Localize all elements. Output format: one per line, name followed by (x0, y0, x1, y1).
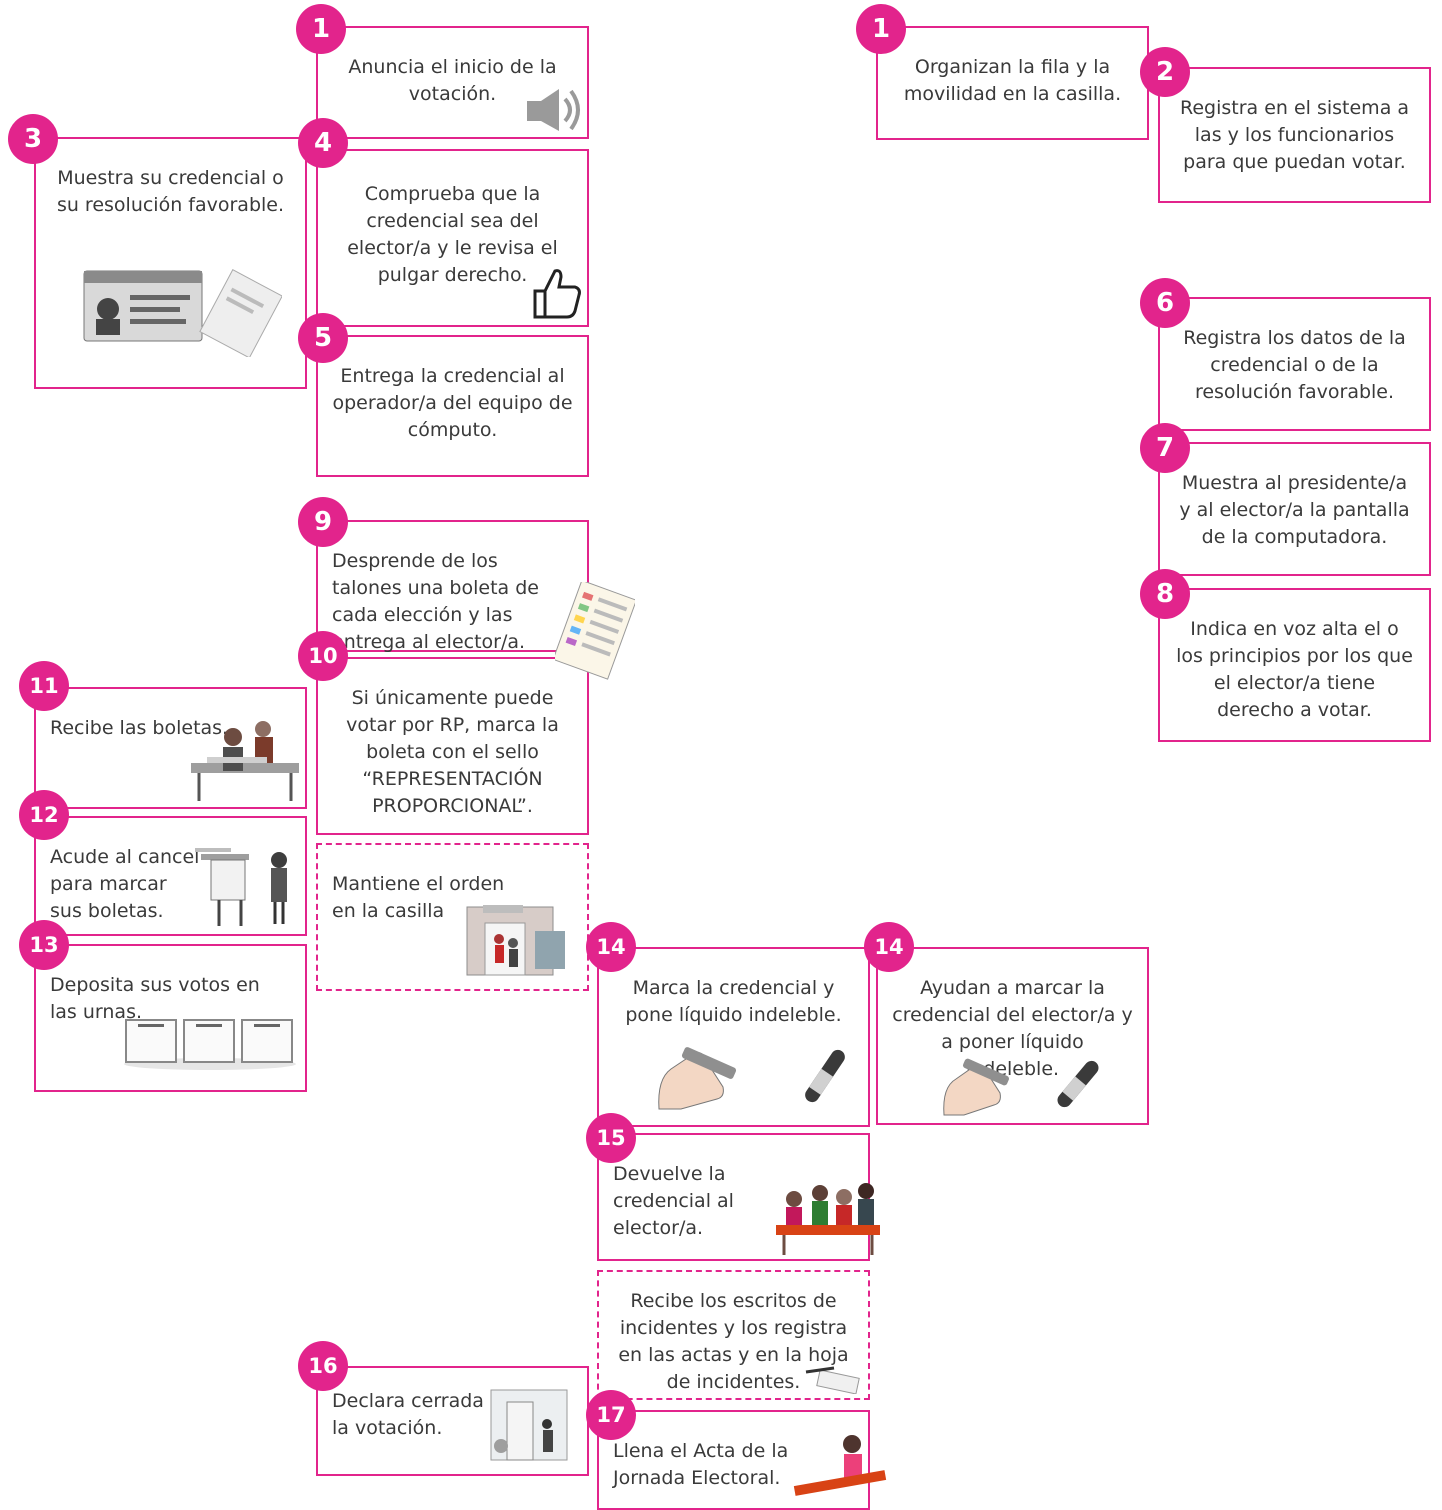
right-step-6-data-box: Registra los datos de la credencial o de… (1158, 297, 1431, 431)
right-step-7-badge: 7 (1140, 423, 1190, 473)
step-10-rp-stamp-box: Si únicamente puede votar por RP, marca … (316, 657, 589, 835)
right-step-1-badge: 1 (856, 4, 906, 54)
step-3-show-credential-text: Muestra su credencial o su resolución fa… (56, 167, 285, 216)
step-9-badge: 9 (298, 497, 348, 547)
right-step-7-screen-box: Muestra al presidente/a y al elector/a l… (1158, 442, 1431, 576)
step-13-deposit-text: Deposita sus votos en las urnas. (50, 974, 260, 1023)
step-5-deliver-credential-text: Entrega la credencial al operador/a del … (332, 365, 573, 441)
step-3-show-credential-box: Muestra su credencial o su resolución fa… (34, 137, 307, 389)
ballot-sheet-icon (555, 582, 635, 680)
step-10-rp-stamp-text: Si únicamente puede votar por RP, marca … (346, 687, 559, 817)
right-step-14-help-ink-box: Ayudan a marcar la credencial del electo… (876, 947, 1149, 1125)
right-step-8-principles-box: Indica en voz alta el o los principios p… (1158, 588, 1431, 742)
step-15-return-credential-box: Devuelve la credencial al elector/a. (597, 1133, 880, 1261)
right-step-1-organize-text: Organizan la fila y la movilidad en la c… (903, 56, 1122, 105)
step-14-badge: 14 (586, 922, 636, 972)
right-step-8-badge: 8 (1140, 569, 1190, 619)
hand-and-ink-marker-icon (658, 1047, 845, 1110)
step-12-booth-box: Acude al cancel para marcar sus boletas. (34, 816, 307, 936)
voting-booth-icon (195, 848, 287, 926)
step-5-badge: 5 (298, 313, 348, 363)
thumbs-up-icon (533, 269, 581, 319)
step-3-badge: 3 (8, 114, 58, 164)
step-14-ink-text: Marca la credencial y pone líquido indel… (625, 977, 842, 1026)
hand-and-ink-marker-icon-2 (943, 1058, 1099, 1116)
step-15-badge: 15 (586, 1113, 636, 1163)
right-step-6-data-text: Registra los datos de la credencial o de… (1183, 327, 1406, 403)
step-11-badge: 11 (19, 661, 69, 711)
closed-polling-place-icon (490, 1389, 568, 1461)
credential-card-icon (83, 269, 282, 357)
voters-at-table-icon (191, 721, 299, 801)
pen-and-paper-icon (805, 1366, 860, 1394)
right-step-6-badge: 6 (1140, 278, 1190, 328)
step-12-badge: 12 (19, 790, 69, 840)
step-10-badge: 10 (298, 631, 348, 681)
step-12-booth-text: Acude al cancel para marcar sus boletas. (50, 846, 200, 922)
step-17-fill-act-box: Llena el Acta de la Jornada Electoral. (597, 1410, 887, 1510)
step-17-badge: 17 (586, 1390, 636, 1440)
step-11-receive-ballots-text: Recibe las boletas. (50, 717, 229, 739)
maintain-order-box: Mantiene el orden en la casilla (316, 843, 589, 991)
step-9-detach-ballots-text: Desprende de los talones una boleta de c… (332, 550, 539, 653)
step-4-verify-box: Comprueba que la credencial sea del elec… (316, 149, 589, 327)
step-1-badge: 1 (296, 4, 346, 54)
right-step-14-badge: 14 (864, 922, 914, 972)
step-9-detach-ballots-box: Desprende de los talones una boleta de c… (316, 520, 589, 653)
step-16-close-voting-box: Declara cerrada la votación. (316, 1366, 589, 1476)
right-step-2-register-box: Registra en el sistema a las y los funci… (1158, 67, 1431, 203)
right-step-2-register-text: Registra en el sistema a las y los funci… (1179, 97, 1410, 173)
step-13-deposit-box: Deposita sus votos en las urnas. (34, 944, 307, 1092)
right-step-8-principles-text: Indica en voz alta el o los principios p… (1176, 618, 1413, 721)
step-16-close-voting-text: Declara cerrada la votación. (332, 1390, 484, 1439)
step-14-ink-box: Marca la credencial y pone líquido indel… (597, 947, 870, 1127)
incidents-text: Recibe los escritos de incidentes y los … (618, 1290, 849, 1393)
right-step-7-screen-text: Muestra al presidente/a y al elector/a l… (1179, 472, 1410, 548)
polling-place-icon (466, 905, 565, 976)
ballot-boxes-icon (124, 1019, 296, 1070)
step-13-badge: 13 (19, 920, 69, 970)
official-writing-icon (793, 1435, 887, 1496)
step-4-badge: 4 (298, 118, 348, 168)
right-step-14-help-ink-text: Ayudan a marcar la credencial del electo… (892, 977, 1133, 1080)
maintain-order-text: Mantiene el orden en la casilla (332, 873, 505, 922)
step-17-fill-act-text: Llena el Acta de la Jornada Electoral. (613, 1440, 789, 1489)
right-step-2-badge: 2 (1140, 47, 1190, 97)
incidents-box: Recibe los escritos de incidentes y los … (597, 1270, 870, 1400)
speaker-icon (527, 89, 580, 131)
step-4-verify-text: Comprueba que la credencial sea del elec… (347, 183, 558, 286)
step-16-badge: 16 (298, 1341, 348, 1391)
step-15-return-credential-text: Devuelve la credencial al elector/a. (613, 1163, 734, 1239)
step-5-deliver-credential-box: Entrega la credencial al operador/a del … (316, 335, 589, 477)
right-step-1-organize-box: Organizan la fila y la movilidad en la c… (876, 26, 1149, 140)
step-11-receive-ballots-box: Recibe las boletas. (34, 687, 307, 809)
step-1-announce-text: Anuncia el inicio de la votación. (348, 56, 557, 105)
step-1-announce-box: Anuncia el inicio de la votación. (316, 26, 589, 139)
officials-at-table-icon (776, 1183, 880, 1255)
